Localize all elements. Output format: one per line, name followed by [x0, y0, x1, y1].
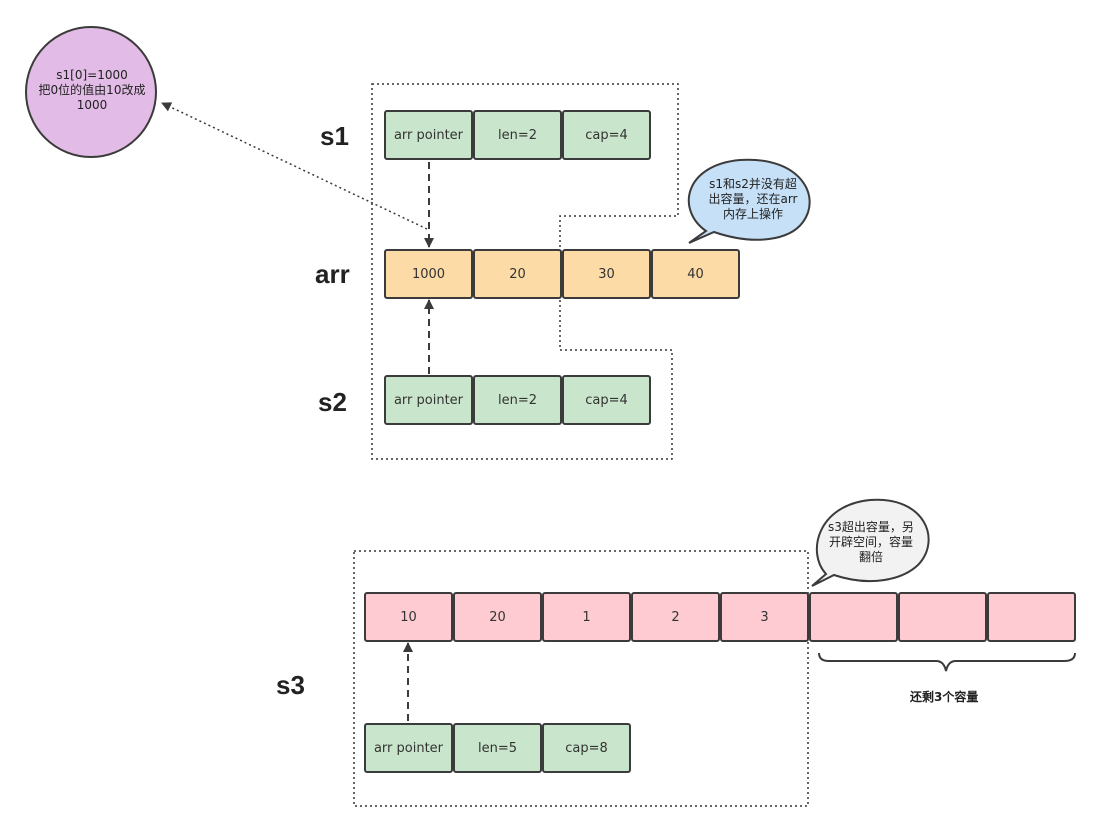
s1-len-cell: len=2	[473, 110, 562, 160]
s2-cap-cell: cap=4	[562, 375, 651, 425]
blue-bubble-line-3: 内存上操作	[722, 207, 783, 221]
arr-cell-0: 1000	[384, 249, 473, 299]
blue-bubble-shape	[688, 158, 811, 244]
s3-len-cell: len=5	[453, 723, 542, 773]
s3-array-cell-5	[809, 592, 898, 642]
s1-arr-pointer-cell: arr pointer	[384, 110, 473, 160]
blue-bubble-line-1: s1和s2并没有超	[709, 177, 797, 191]
label-s1: s1	[320, 121, 349, 151]
s3-array-cell-1: 20	[453, 592, 542, 642]
s3-array-cell-3: 2	[631, 592, 720, 642]
label-s2: s2	[318, 387, 347, 417]
circle-note: s1[0]=1000 把0位的值由10改成 1000	[36, 68, 148, 113]
s3-array-cell-0: 10	[364, 592, 453, 642]
s3-array-cell-4: 3	[720, 592, 809, 642]
circle-note-line-2: 把0位的值由10改成	[38, 83, 146, 97]
gray-bubble-note: s3超出容量，另 开辟空间，容量 翻倍	[812, 520, 930, 565]
circle-note-shape	[25, 26, 157, 158]
label-s3: s3	[276, 670, 305, 700]
gray-bubble-line-2: 开辟空间，容量	[828, 535, 913, 549]
arr-cell-3: 40	[651, 249, 740, 299]
circle-note-line-3: 1000	[76, 98, 108, 112]
gray-bubble-line-1: s3超出容量，另	[828, 520, 914, 534]
blue-bubble-note: s1和s2并没有超 出容量，还在arr 内存上操作	[693, 177, 813, 222]
modify-arrow	[161, 102, 428, 230]
s2-len-cell: len=2	[473, 375, 562, 425]
circle-note-line-1: s1[0]=1000	[56, 68, 128, 82]
s3-array-cell-6	[898, 592, 987, 642]
s1-cap-cell: cap=4	[562, 110, 651, 160]
s2-arr-pointer-cell: arr pointer	[384, 375, 473, 425]
gray-bubble-line-3: 翻倍	[858, 550, 883, 564]
s3-cap-cell: cap=8	[542, 723, 631, 773]
s3-array-cell-7	[987, 592, 1076, 642]
s3-array-cell-2: 1	[542, 592, 631, 642]
blue-bubble-line-2: 出容量，还在arr	[708, 192, 798, 206]
arr-cell-1: 20	[473, 249, 562, 299]
s3-arr-pointer-cell: arr pointer	[364, 723, 453, 773]
remaining-capacity-caption: 还剩3个容量	[910, 690, 979, 704]
remaining-capacity-brace	[818, 652, 1076, 672]
label-arr: arr	[315, 259, 350, 289]
arr-cell-2: 30	[562, 249, 651, 299]
gray-bubble-shape	[811, 498, 930, 587]
s3-original-region	[353, 550, 809, 807]
shared-memory-region	[371, 83, 679, 460]
